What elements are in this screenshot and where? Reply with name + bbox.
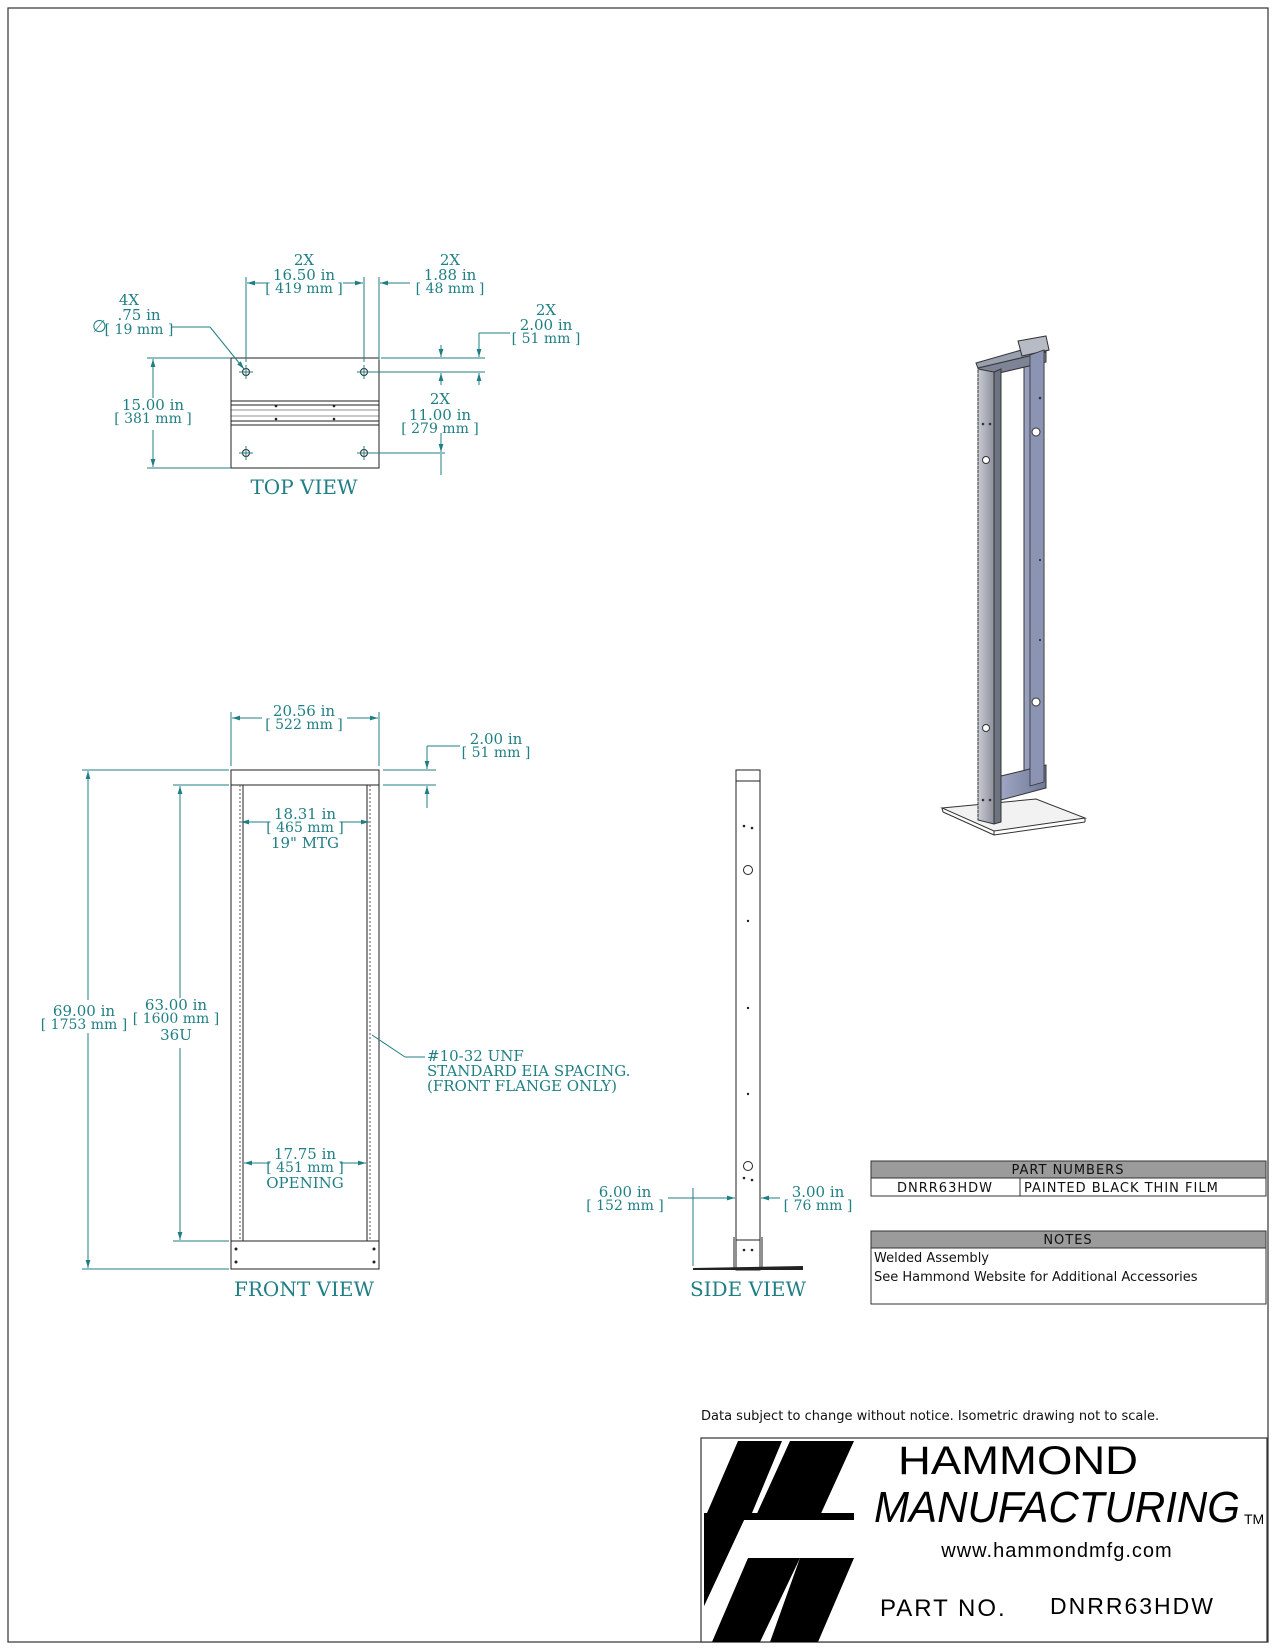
thread-spec-2: STANDARD EIA SPACING. [427,1062,630,1080]
top-hole-dia-in: .75 in [117,306,160,324]
iso-left-post [977,368,995,825]
website: www.hammondmfg.com [940,1540,1172,1562]
top-view-label: TOP VIEW [250,475,357,499]
side-base-in: 6.00 in [599,1183,652,1201]
front-top-bar [230,769,380,786]
front-right-post [366,784,380,1242]
disclaimer: Data subject to change without notice. I… [701,1409,1159,1424]
part-numbers-description: PAINTED BLACK THIN FILM [1024,1181,1219,1196]
front-width-mm: [ 522 mm ] [265,717,343,733]
hammond-logo [704,1441,854,1642]
part-numbers-header: PART NUMBERS [1012,1163,1125,1178]
side-base [693,1266,803,1270]
front-rail-in: 63.00 in [145,996,208,1014]
thread-spec-3: (FRONT FLANGE ONLY) [427,1077,617,1095]
isometric-rack [940,335,1087,836]
iso-base-plate [940,798,1087,832]
front-left-post [230,784,244,1242]
side-post-in: 3.00 in [792,1183,845,1201]
company-name-2: MANUFACTURING [874,1483,1240,1532]
front-top-mm: [ 51 mm ] [462,745,531,761]
side-view: 6.00 in [ 152 mm ] 3.00 in [ 76 mm ] SID… [586,769,853,1301]
notes-table: NOTES Welded Assembly See Hammond Websit… [870,1230,1267,1305]
front-open-label: OPENING [266,1174,344,1192]
top-depth-mm: [ 381 mm ] [114,411,192,427]
top-width-in: 16.50 in [273,266,336,284]
front-rail-mm: [ 1600 mm ] [133,1011,219,1027]
part-no-label: PART NO. [880,1595,1007,1622]
top-view: 2X 16.50 in [ 419 mm ] 2X 1.88 in [ 48 m… [92,251,580,499]
top-edge2-in: 2.00 in [520,316,573,334]
notes-line-1: Welded Assembly [874,1251,989,1266]
top-depth-in: 15.00 in [122,396,185,414]
front-open-mm: [ 451 mm ] [266,1160,344,1176]
front-mtg-mm: [ 465 mm ] [266,820,344,836]
mounting-hole [357,446,371,460]
mounting-hole [239,446,253,460]
top-edge2-mm: [ 51 mm ] [512,331,581,347]
sheet-border [7,7,1269,1643]
top-edge-count: 2X [440,251,461,269]
front-view: 20.56 in [ 522 mm ] 2.00 in [ 51 mm ] 18… [41,702,631,1301]
front-width-in: 20.56 in [273,702,336,720]
side-post [735,769,761,1271]
top-holesp-mm: [ 279 mm ] [401,421,479,437]
top-edge2-count: 2X [536,301,557,319]
trademark: TM [1244,1511,1264,1527]
front-base [230,1240,380,1270]
part-numbers-table: PART NUMBERS DNRR63HDW PAINTED BLACK THI… [870,1160,1267,1197]
front-top-in: 2.00 in [470,730,523,748]
side-view-label: SIDE VIEW [690,1277,807,1301]
front-rail-u: 36U [160,1026,192,1044]
mounting-hole [239,365,253,379]
front-height-in: 69.00 in [53,1002,116,1020]
notes-line-2: See Hammond Website for Additional Acces… [874,1270,1198,1285]
mounting-hole [357,365,371,379]
thread-spec-1: #10-32 UNF [427,1047,524,1065]
diameter-symbol: ∅ [92,317,107,337]
part-numbers-part: DNRR63HDW [897,1181,993,1196]
front-open-in: 17.75 in [274,1145,337,1163]
front-mtg-label: 19" MTG [271,834,339,852]
front-view-label: FRONT VIEW [234,1277,374,1301]
top-edge-in: 1.88 in [424,266,477,284]
notes-header: NOTES [1043,1233,1092,1248]
part-no-value: DNRR63HDW [1050,1593,1215,1619]
company-name-1: HAMMOND [898,1439,1138,1483]
top-holesp-in: 11.00 in [409,406,472,424]
title-block: HAMMOND MANUFACTURING TM www.hammondmfg.… [700,1437,1268,1643]
top-width-mm: [ 419 mm ] [265,281,343,297]
side-base-mm: [ 152 mm ] [586,1198,664,1214]
side-post-mm: [ 76 mm ] [784,1198,853,1214]
top-width-count: 2X [294,251,315,269]
front-mtg-in: 18.31 in [274,805,337,823]
top-holesp-count: 2X [430,390,451,408]
top-holes-count: 4X [119,291,140,309]
top-hole-dia-mm: [ 19 mm ] [105,322,174,338]
front-height-mm: [ 1753 mm ] [41,1017,127,1033]
top-edge-mm: [ 48 mm ] [416,281,485,297]
